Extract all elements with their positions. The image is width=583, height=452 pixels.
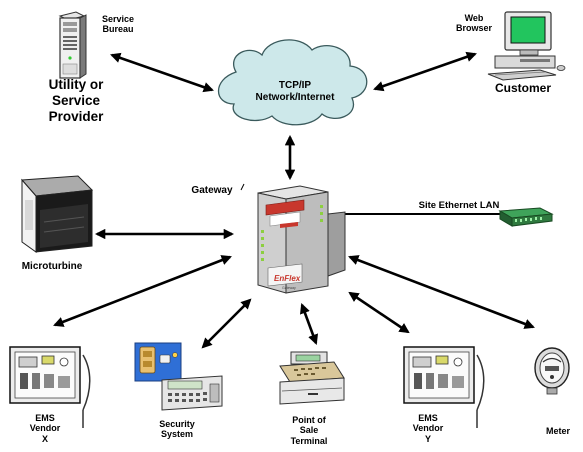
ems-x-panel-icon [9,346,91,428]
cash-register-icon [279,351,345,405]
label-customer: Customer [494,81,551,95]
lan-hub-icon [498,207,554,227]
server-icon [58,11,87,79]
arrow-gateway-security [201,298,252,349]
microturbine-icon [20,175,94,253]
arrow-utility-cloud [110,52,214,93]
gateway-device-icon [257,185,346,294]
computer-icon [487,11,566,81]
gateway-brand-text: EnFlex [274,274,301,283]
connection-arrows [53,51,535,349]
arrow-gateway-meter [348,255,535,329]
security-system-icon [134,342,223,411]
meter-icon [534,347,570,395]
label-meter: Meter [545,426,570,436]
gateway-sub-text: Gateway [282,286,296,290]
ems-y-panel-icon [403,346,485,428]
gateway-tick [240,183,245,191]
label-microturbine: Microturbine [21,261,83,272]
arrow-cloud-customer [373,51,477,92]
arrow-gateway-emsy [348,291,410,334]
arrow-gateway-pos [299,303,319,345]
arrow-gateway-emsx [53,255,232,327]
label-gateway: Gateway [191,185,233,196]
network-cloud [218,39,368,126]
label-site-lan: Site Ethernet LAN [418,200,500,211]
